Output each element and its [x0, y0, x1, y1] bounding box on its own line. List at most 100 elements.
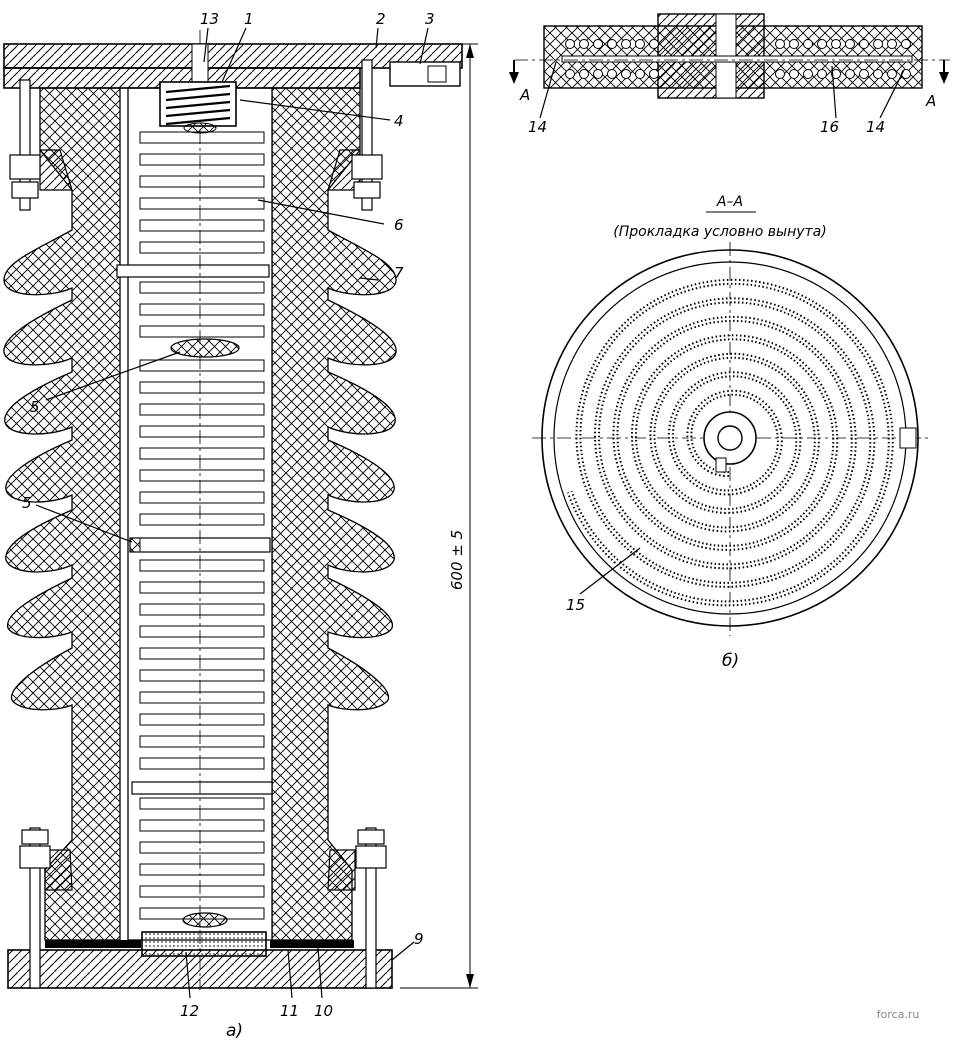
coil-turn: [859, 39, 869, 49]
porcelain-right: [271, 87, 397, 941]
plate: [139, 863, 265, 876]
coil-turn: [635, 39, 645, 49]
callout-1: 1: [244, 10, 254, 28]
lug-hole: [427, 65, 447, 83]
coil-turn: [621, 69, 631, 79]
section-mark-right: A: [925, 92, 936, 110]
callout-10: 10: [314, 1002, 333, 1020]
coil-turn: [579, 69, 589, 79]
plate: [139, 691, 265, 704]
strip-16: [561, 55, 913, 63]
coil-turn: [859, 69, 869, 79]
callout-3: 3: [425, 10, 435, 28]
plate: [139, 647, 265, 660]
leader-lines: [35, 27, 429, 999]
insulator-section: 600 ± 5 13 1 2 3 4 6 7 5 5 9 12 11: [3, 10, 478, 1041]
coil-turn: [873, 39, 883, 49]
plate: [139, 469, 265, 482]
coil-turn: [831, 69, 841, 79]
bolt-bottom-right: [327, 827, 387, 989]
coil-turn: [635, 69, 645, 79]
coil-turn: [607, 39, 617, 49]
coil-turn: [789, 39, 799, 49]
plate: [139, 425, 265, 438]
callout-4: 4: [394, 112, 404, 130]
bottom-flange: [7, 949, 393, 989]
section-title: А–А: [716, 194, 743, 210]
porcelain-left: [3, 87, 121, 941]
callout-6: 6: [394, 216, 404, 234]
coil-turn: [579, 39, 589, 49]
coil-turn: [649, 69, 659, 79]
plate: [139, 381, 265, 394]
callout-14-left: 14: [528, 118, 547, 136]
spacer-ring: [131, 781, 273, 795]
coil-turn: [817, 39, 827, 49]
coil-turn: [565, 39, 575, 49]
gasket-section: A A 14 16 14 А–А (Прокладка условно выну…: [509, 13, 950, 671]
plate: [139, 735, 265, 748]
plate: [139, 175, 265, 188]
coil-turn: [649, 39, 659, 49]
plate: [139, 197, 265, 210]
plate: [139, 841, 265, 854]
section-mark-left: A: [519, 86, 530, 104]
plate: [139, 303, 265, 316]
callout-9: 9: [414, 930, 424, 948]
dimension-label: 600 ± 5: [448, 530, 466, 590]
callout-15: 15: [566, 596, 585, 614]
callout-12: 12: [180, 1002, 199, 1020]
plate: [139, 131, 265, 144]
plate: [139, 403, 265, 416]
disc-notch: [899, 427, 917, 449]
plate: [139, 559, 265, 572]
callout-2: 2: [376, 10, 386, 28]
plate: [139, 885, 265, 898]
coil-turn: [775, 69, 785, 79]
disc-hole: [717, 425, 743, 451]
coil-turn: [803, 69, 813, 79]
callout-14-right: 14: [866, 118, 885, 136]
plate: [139, 153, 265, 166]
callout-16: 16: [820, 118, 839, 136]
plate: [139, 713, 265, 726]
coil-row: [565, 39, 911, 79]
caption-b: б): [722, 651, 739, 671]
plate: [139, 757, 265, 770]
plate: [139, 819, 265, 832]
coil-turn: [873, 69, 883, 79]
callout-11: 11: [280, 1002, 299, 1020]
bottom-cup-12: [141, 931, 267, 957]
plate: [139, 241, 265, 254]
plate: [139, 447, 265, 460]
coil-turn: [789, 69, 799, 79]
plate-stack: [139, 131, 265, 920]
seal-10: [45, 940, 141, 948]
plate: [139, 603, 265, 616]
coil-turn: [621, 39, 631, 49]
caption-a: а): [226, 1021, 243, 1041]
coil-turn: [901, 39, 911, 49]
plate: [139, 325, 265, 338]
coil-turn: [887, 39, 897, 49]
spacer-ring: [116, 264, 270, 278]
coil-turn: [845, 69, 855, 79]
gasket-5: [170, 338, 240, 358]
plate: [139, 281, 265, 294]
plate: [139, 513, 265, 526]
plate: [139, 491, 265, 504]
seal-11: [270, 940, 354, 948]
plate: [139, 359, 265, 372]
bolt-top-left: [9, 79, 73, 211]
mount-lug: [389, 61, 461, 87]
bolt-bottom-left: [19, 827, 73, 989]
coil-turn: [817, 69, 827, 79]
coil-turn: [901, 69, 911, 79]
coil-turn: [775, 39, 785, 49]
coil-turn: [607, 69, 617, 79]
spring: [159, 81, 237, 134]
callout-5-upper: 5: [30, 398, 40, 416]
bolt-top-right: [327, 59, 383, 211]
disc-key: [715, 457, 727, 473]
